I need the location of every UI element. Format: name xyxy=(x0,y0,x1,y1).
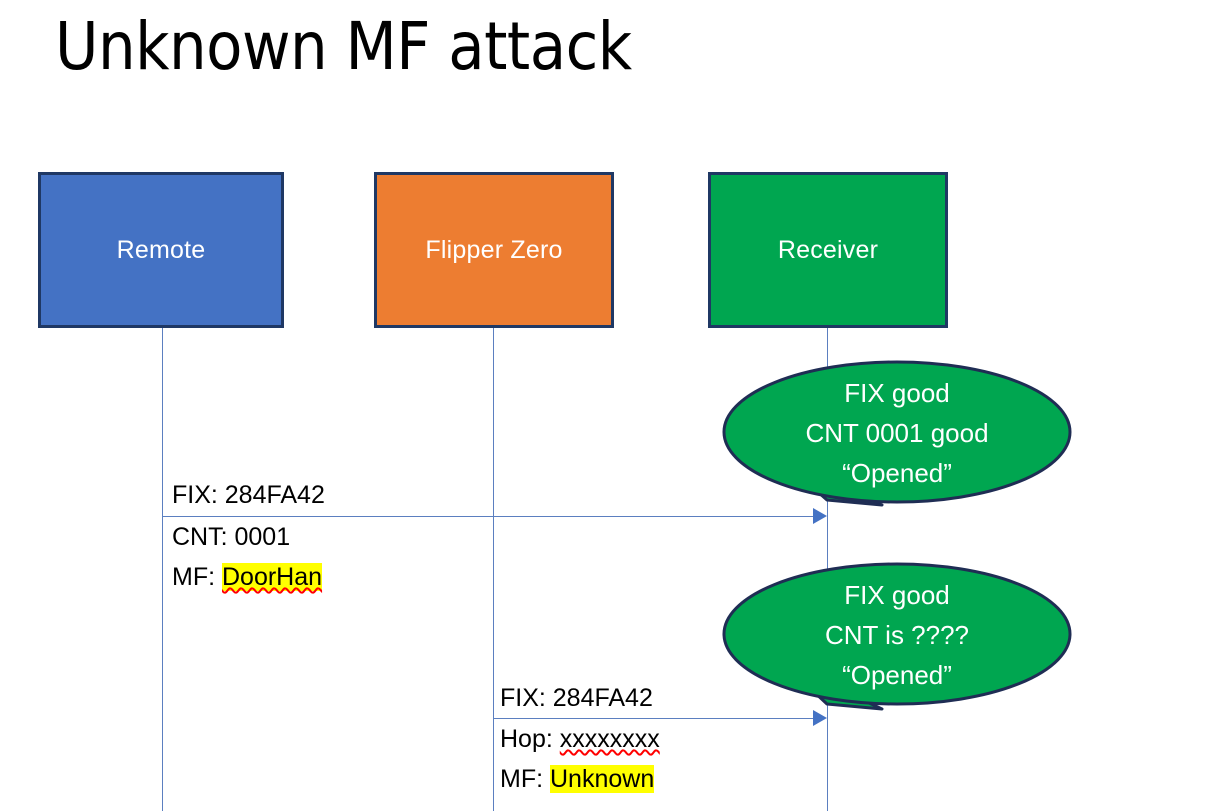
message-label-below-2: Hop: xxxxxxxx MF: Unknown xyxy=(500,719,660,799)
message-line-flipper-to-receiver xyxy=(493,718,814,719)
actor-box-receiver[interactable]: Receiver xyxy=(708,172,948,328)
callout-second-ellipse xyxy=(722,562,1072,706)
message-arrowhead-flipper-to-receiver xyxy=(813,710,827,726)
actor-label-receiver: Receiver xyxy=(777,235,879,264)
callout-first-ellipse xyxy=(722,360,1072,504)
message-1-mf-value: DoorHan xyxy=(222,563,323,591)
message-1-cnt-text: CNT: 0001 xyxy=(172,523,291,551)
lifeline-flipper xyxy=(493,328,494,811)
message-2-hop-line: Hop: xxxxxxxx xyxy=(500,719,660,759)
message-2-fix-text: FIX: 284FA42 xyxy=(500,684,653,712)
message-2-mf-value: Unknown xyxy=(550,765,655,793)
page-title: Unknown MF attack xyxy=(55,8,632,85)
actor-box-flipper[interactable]: Flipper Zero xyxy=(374,172,614,328)
message-label-above-2: FIX: 284FA42 xyxy=(500,678,653,718)
message-label-below-1: CNT: 0001 MF: DoorHan xyxy=(172,517,323,597)
message-1-fix-text: FIX: 284FA42 xyxy=(172,481,325,509)
message-2-hop-value: xxxxxxxx xyxy=(559,725,660,753)
lifeline-remote xyxy=(162,328,163,811)
message-arrowhead-remote-to-receiver xyxy=(813,508,827,524)
callout-first[interactable]: FIX good CNT 0001 good “Opened” xyxy=(722,360,1072,518)
actor-box-remote[interactable]: Remote xyxy=(38,172,284,328)
callout-second[interactable]: FIX good CNT is ???? “Opened” xyxy=(722,562,1072,720)
message-2-hop-prefix: Hop: xyxy=(500,725,560,753)
message-2-mf-prefix: MF: xyxy=(500,765,550,793)
message-label-above-1: FIX: 284FA42 xyxy=(172,475,325,515)
message-2-mf-line: MF: Unknown xyxy=(500,759,660,799)
callout-first-shape xyxy=(722,360,1072,507)
message-line-remote-to-receiver xyxy=(162,516,814,517)
callout-second-shape xyxy=(722,562,1072,711)
message-1-mf-prefix: MF: xyxy=(172,563,222,591)
message-1-cnt-line: CNT: 0001 xyxy=(172,517,322,557)
actor-label-remote: Remote xyxy=(116,235,206,264)
message-1-mf-line: MF: DoorHan xyxy=(172,557,323,597)
actor-label-flipper: Flipper Zero xyxy=(425,235,563,264)
